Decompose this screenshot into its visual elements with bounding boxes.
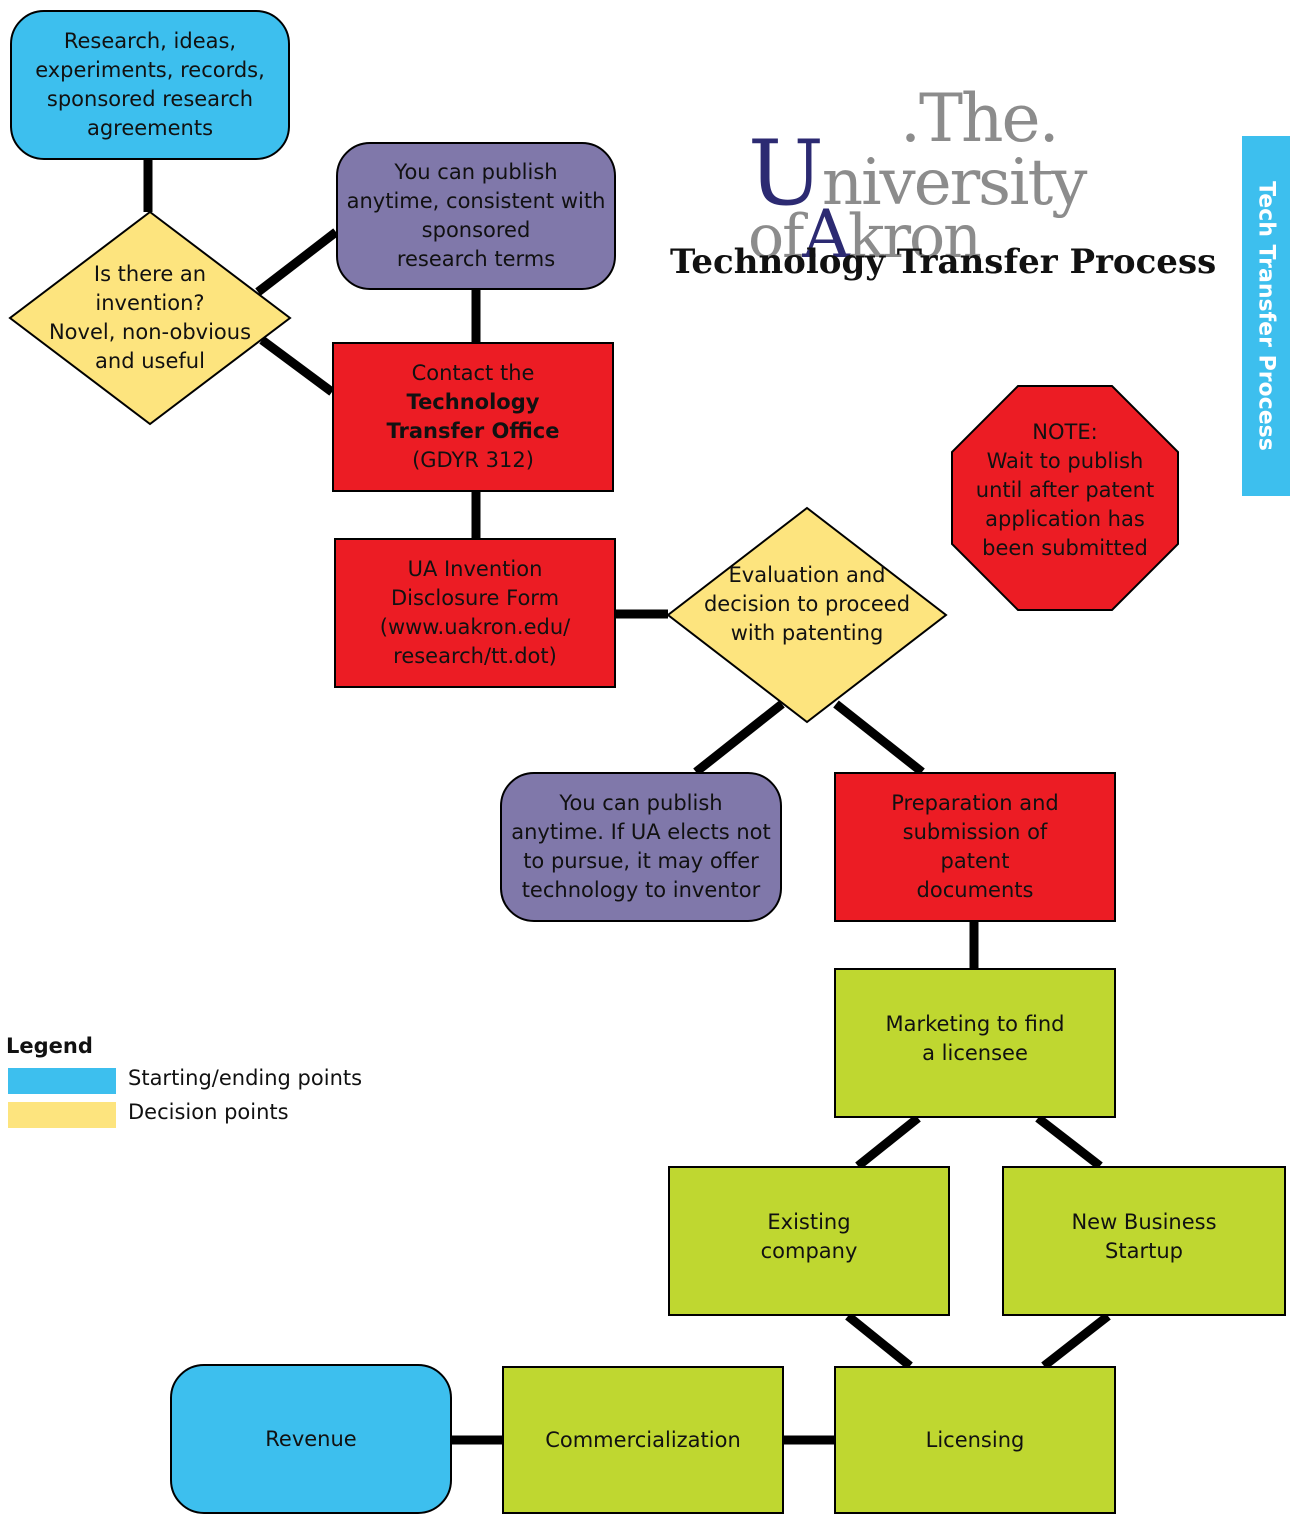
revenue-label: Revenue: [265, 1426, 357, 1451]
revenue-node: Revenue: [170, 1364, 452, 1514]
existing-company-label: Existing company: [760, 1210, 858, 1263]
start-label: Research, ideas, experiments, records, s…: [35, 29, 265, 140]
connector: [1035, 1114, 1103, 1170]
connector: [1041, 1312, 1111, 1370]
logo-of-akron: ofAkron: [748, 196, 982, 273]
disclosure-form-node: UA Invention Disclosure Form (www.uakron…: [334, 538, 616, 688]
page-title: Technology Transfer Process: [670, 242, 1217, 282]
publish-anytime-label: You can publish anytime, consistent with…: [346, 160, 606, 271]
publish-if-declined-label: You can publish anytime. If UA elects no…: [511, 791, 771, 902]
evaluation-decision-label: Evaluation and decision to proceed with …: [703, 562, 911, 645]
patent-preparation-node: Preparation and submission of patent doc…: [834, 772, 1116, 922]
evaluation-decision: Evaluation and decision to proceed with …: [666, 506, 948, 724]
legend-title: Legend: [6, 1034, 93, 1058]
note-stop-sign: NOTE: Wait to publish until after patent…: [950, 384, 1180, 612]
marketing-node: Marketing to find a licensee: [834, 968, 1116, 1118]
logo-university: University: [748, 121, 1087, 226]
invention-decision-label: Is there an invention? Novel, non-obviou…: [48, 262, 252, 373]
connector: [845, 1312, 913, 1370]
connector: [833, 700, 925, 776]
side-tab: Tech Transfer Process: [1242, 136, 1290, 496]
connector: [693, 700, 785, 776]
commercialization-node: Commercialization: [502, 1366, 784, 1514]
connector: [255, 228, 339, 296]
connector: [855, 1114, 921, 1170]
invention-decision: Is there an invention? Novel, non-obviou…: [8, 210, 292, 426]
legend-swatch-start-end: [8, 1068, 116, 1094]
legend-label-start-end: Starting/ending points: [128, 1066, 363, 1090]
disclosure-form-label: UA Invention Disclosure Form (www.uakron…: [379, 557, 571, 668]
marketing-label: Marketing to find a licensee: [885, 1012, 1065, 1065]
diamond-shape: [8, 210, 292, 426]
octagon-shape: [951, 385, 1179, 611]
note-label: NOTE: Wait to publish until after patent…: [975, 419, 1155, 560]
diamond-shape: [666, 506, 948, 724]
start-node: Research, ideas, experiments, records, s…: [10, 10, 290, 160]
patent-preparation-label: Preparation and submission of patent doc…: [891, 791, 1059, 902]
contact-line1: Contact the: [411, 361, 535, 385]
contact-tto-node: Contact the Technology Transfer Office (…: [332, 342, 614, 492]
startup-label: New Business Startup: [1071, 1210, 1217, 1263]
startup-node: New Business Startup: [1002, 1166, 1286, 1316]
commercialization-label: Commercialization: [545, 1427, 741, 1452]
logo-the: .The.: [900, 80, 1060, 157]
publish-if-declined-node: You can publish anytime. If UA elects no…: [500, 772, 782, 922]
existing-company-node: Existing company: [668, 1166, 950, 1316]
publish-anytime-node: You can publish anytime, consistent with…: [336, 142, 616, 290]
legend-label-decision: Decision points: [128, 1100, 289, 1124]
connector: [259, 336, 335, 396]
licensing-node: Licensing: [834, 1366, 1116, 1514]
university-logo: .The. University ofAkron Technology Tran…: [660, 78, 1216, 298]
contact-location: (GDYR 312): [412, 448, 534, 472]
side-tab-label: Tech Transfer Process: [1253, 181, 1279, 451]
legend-swatch-decision: [8, 1102, 116, 1128]
licensing-label: Licensing: [925, 1427, 1025, 1452]
contact-office-name: Technology Transfer Office: [386, 390, 560, 443]
